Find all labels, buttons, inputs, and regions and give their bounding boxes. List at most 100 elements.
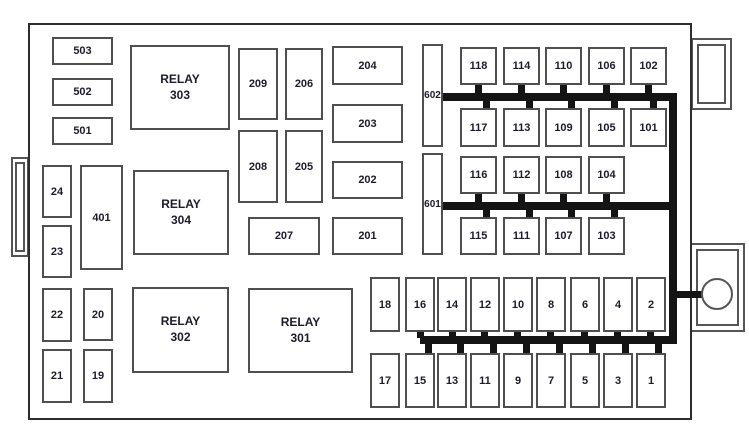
stub-fuse-106 <box>603 83 610 95</box>
fuse-209: 209 <box>238 48 278 120</box>
stub-fuse-13 <box>457 342 464 355</box>
fuse-502: 502 <box>52 78 113 106</box>
fuse-205: 205 <box>285 130 323 203</box>
stub-fuse-5 <box>589 342 596 355</box>
fuse-1: 1 <box>636 353 666 408</box>
left-edge-connector-inner <box>15 162 25 252</box>
fuse-23: 23 <box>42 225 72 278</box>
fuse-11: 11 <box>470 353 500 408</box>
stub-fuse-11 <box>490 342 497 355</box>
relay-304-label: RELAY <box>161 196 201 211</box>
fuse-3: 3 <box>603 353 633 408</box>
fuse-503: 503 <box>52 37 113 65</box>
fuse-108: 108 <box>545 156 582 194</box>
bottom-right-edge-connector-inner <box>696 249 739 326</box>
fuse-104: 104 <box>588 156 625 194</box>
stub-fuse-109 <box>568 99 575 110</box>
fuse-12: 12 <box>470 277 500 332</box>
fuse-206: 206 <box>285 48 323 120</box>
fuse-17: 17 <box>370 353 400 408</box>
fuse-22: 22 <box>42 288 72 342</box>
top-right-edge-connector-inner <box>697 44 726 104</box>
stub-fuse-14 <box>449 330 456 338</box>
relay-303-label: RELAY <box>160 71 200 86</box>
fuse-107: 107 <box>545 217 582 255</box>
bus-bar-601 <box>441 202 677 210</box>
fuse-201: 201 <box>332 217 403 255</box>
fuse-117: 117 <box>460 108 497 147</box>
relay-304: RELAY 304 <box>133 170 229 255</box>
relay-301: RELAY 301 <box>248 288 353 373</box>
fuse-101: 101 <box>630 108 667 147</box>
stub-fuse-1 <box>655 342 662 355</box>
bus-bar-bottom <box>420 336 677 344</box>
fuse-208: 208 <box>238 130 278 203</box>
fuse-21: 21 <box>42 349 72 403</box>
fuse-118: 118 <box>460 47 497 85</box>
fuse-106: 106 <box>588 47 625 85</box>
fuse-105: 105 <box>588 108 625 147</box>
stub-fuse-9 <box>523 342 530 355</box>
stub-fuse-108 <box>560 192 567 204</box>
stub-fuse-16 <box>417 330 424 338</box>
fuse-111: 111 <box>503 217 540 255</box>
stub-fuse-116 <box>475 192 482 204</box>
relay-301-number: 301 <box>290 330 311 345</box>
stub-fuse-102 <box>645 83 652 95</box>
fuse-113: 113 <box>503 108 540 147</box>
stub-fuse-107 <box>568 208 575 219</box>
stub-fuse-101 <box>650 99 657 110</box>
fuse-4: 4 <box>603 277 633 332</box>
relay-301-label: RELAY <box>280 314 321 329</box>
fuse-24: 24 <box>42 165 72 218</box>
fuse-114: 114 <box>503 47 540 85</box>
stub-fuse-115 <box>483 208 490 219</box>
fuse-18: 18 <box>370 277 400 332</box>
fuse-501: 501 <box>52 117 113 145</box>
fuse-109: 109 <box>545 108 582 147</box>
stub-fuse-118 <box>475 83 482 95</box>
stub-fuse-113 <box>526 99 533 110</box>
fuse-203: 203 <box>332 104 403 143</box>
relay-304-number: 304 <box>170 212 192 227</box>
fuse-9: 9 <box>503 353 533 408</box>
fuse-102: 102 <box>630 47 667 85</box>
round-connector-icon <box>701 278 733 310</box>
fuse-207: 207 <box>248 217 320 255</box>
fuse-10: 10 <box>503 277 533 332</box>
stub-fuse-7 <box>556 342 563 355</box>
fuse-14: 14 <box>437 277 467 332</box>
fuse-13: 13 <box>437 353 467 408</box>
fuse-8: 8 <box>536 277 566 332</box>
fuse-6: 6 <box>570 277 600 332</box>
bus-bar-602 <box>441 93 677 101</box>
fuse-20: 20 <box>83 288 113 341</box>
stub-fuse-110 <box>560 83 567 95</box>
fuse-401: 401 <box>80 165 123 270</box>
fuse-5: 5 <box>570 353 600 408</box>
fuse-110: 110 <box>545 47 582 85</box>
fuse-19: 19 <box>83 349 113 403</box>
stub-fuse-105 <box>611 99 618 110</box>
stub-fuse-117 <box>483 99 490 110</box>
fuse-16: 16 <box>405 277 435 332</box>
stub-fuse-114 <box>518 83 525 95</box>
relay-302-number: 302 <box>170 330 191 344</box>
fuse-204: 204 <box>332 46 403 85</box>
relay-302: RELAY 302 <box>132 287 229 373</box>
fuse-7: 7 <box>536 353 566 408</box>
stub-fuse-10 <box>514 330 521 338</box>
stub-fuse-8 <box>547 330 554 338</box>
stub-fuse-112 <box>518 192 525 204</box>
fuse-103: 103 <box>588 217 625 255</box>
connector-601: 601 <box>422 153 443 255</box>
fuse-202: 202 <box>332 161 403 199</box>
fuse-15: 15 <box>405 353 435 408</box>
fuse-112: 112 <box>503 156 540 194</box>
stub-fuse-4 <box>614 330 621 338</box>
stub-fuse-2 <box>647 330 654 338</box>
stub-fuse-111 <box>526 208 533 219</box>
fuse-115: 115 <box>460 217 497 255</box>
stub-fuse-12 <box>481 330 488 338</box>
